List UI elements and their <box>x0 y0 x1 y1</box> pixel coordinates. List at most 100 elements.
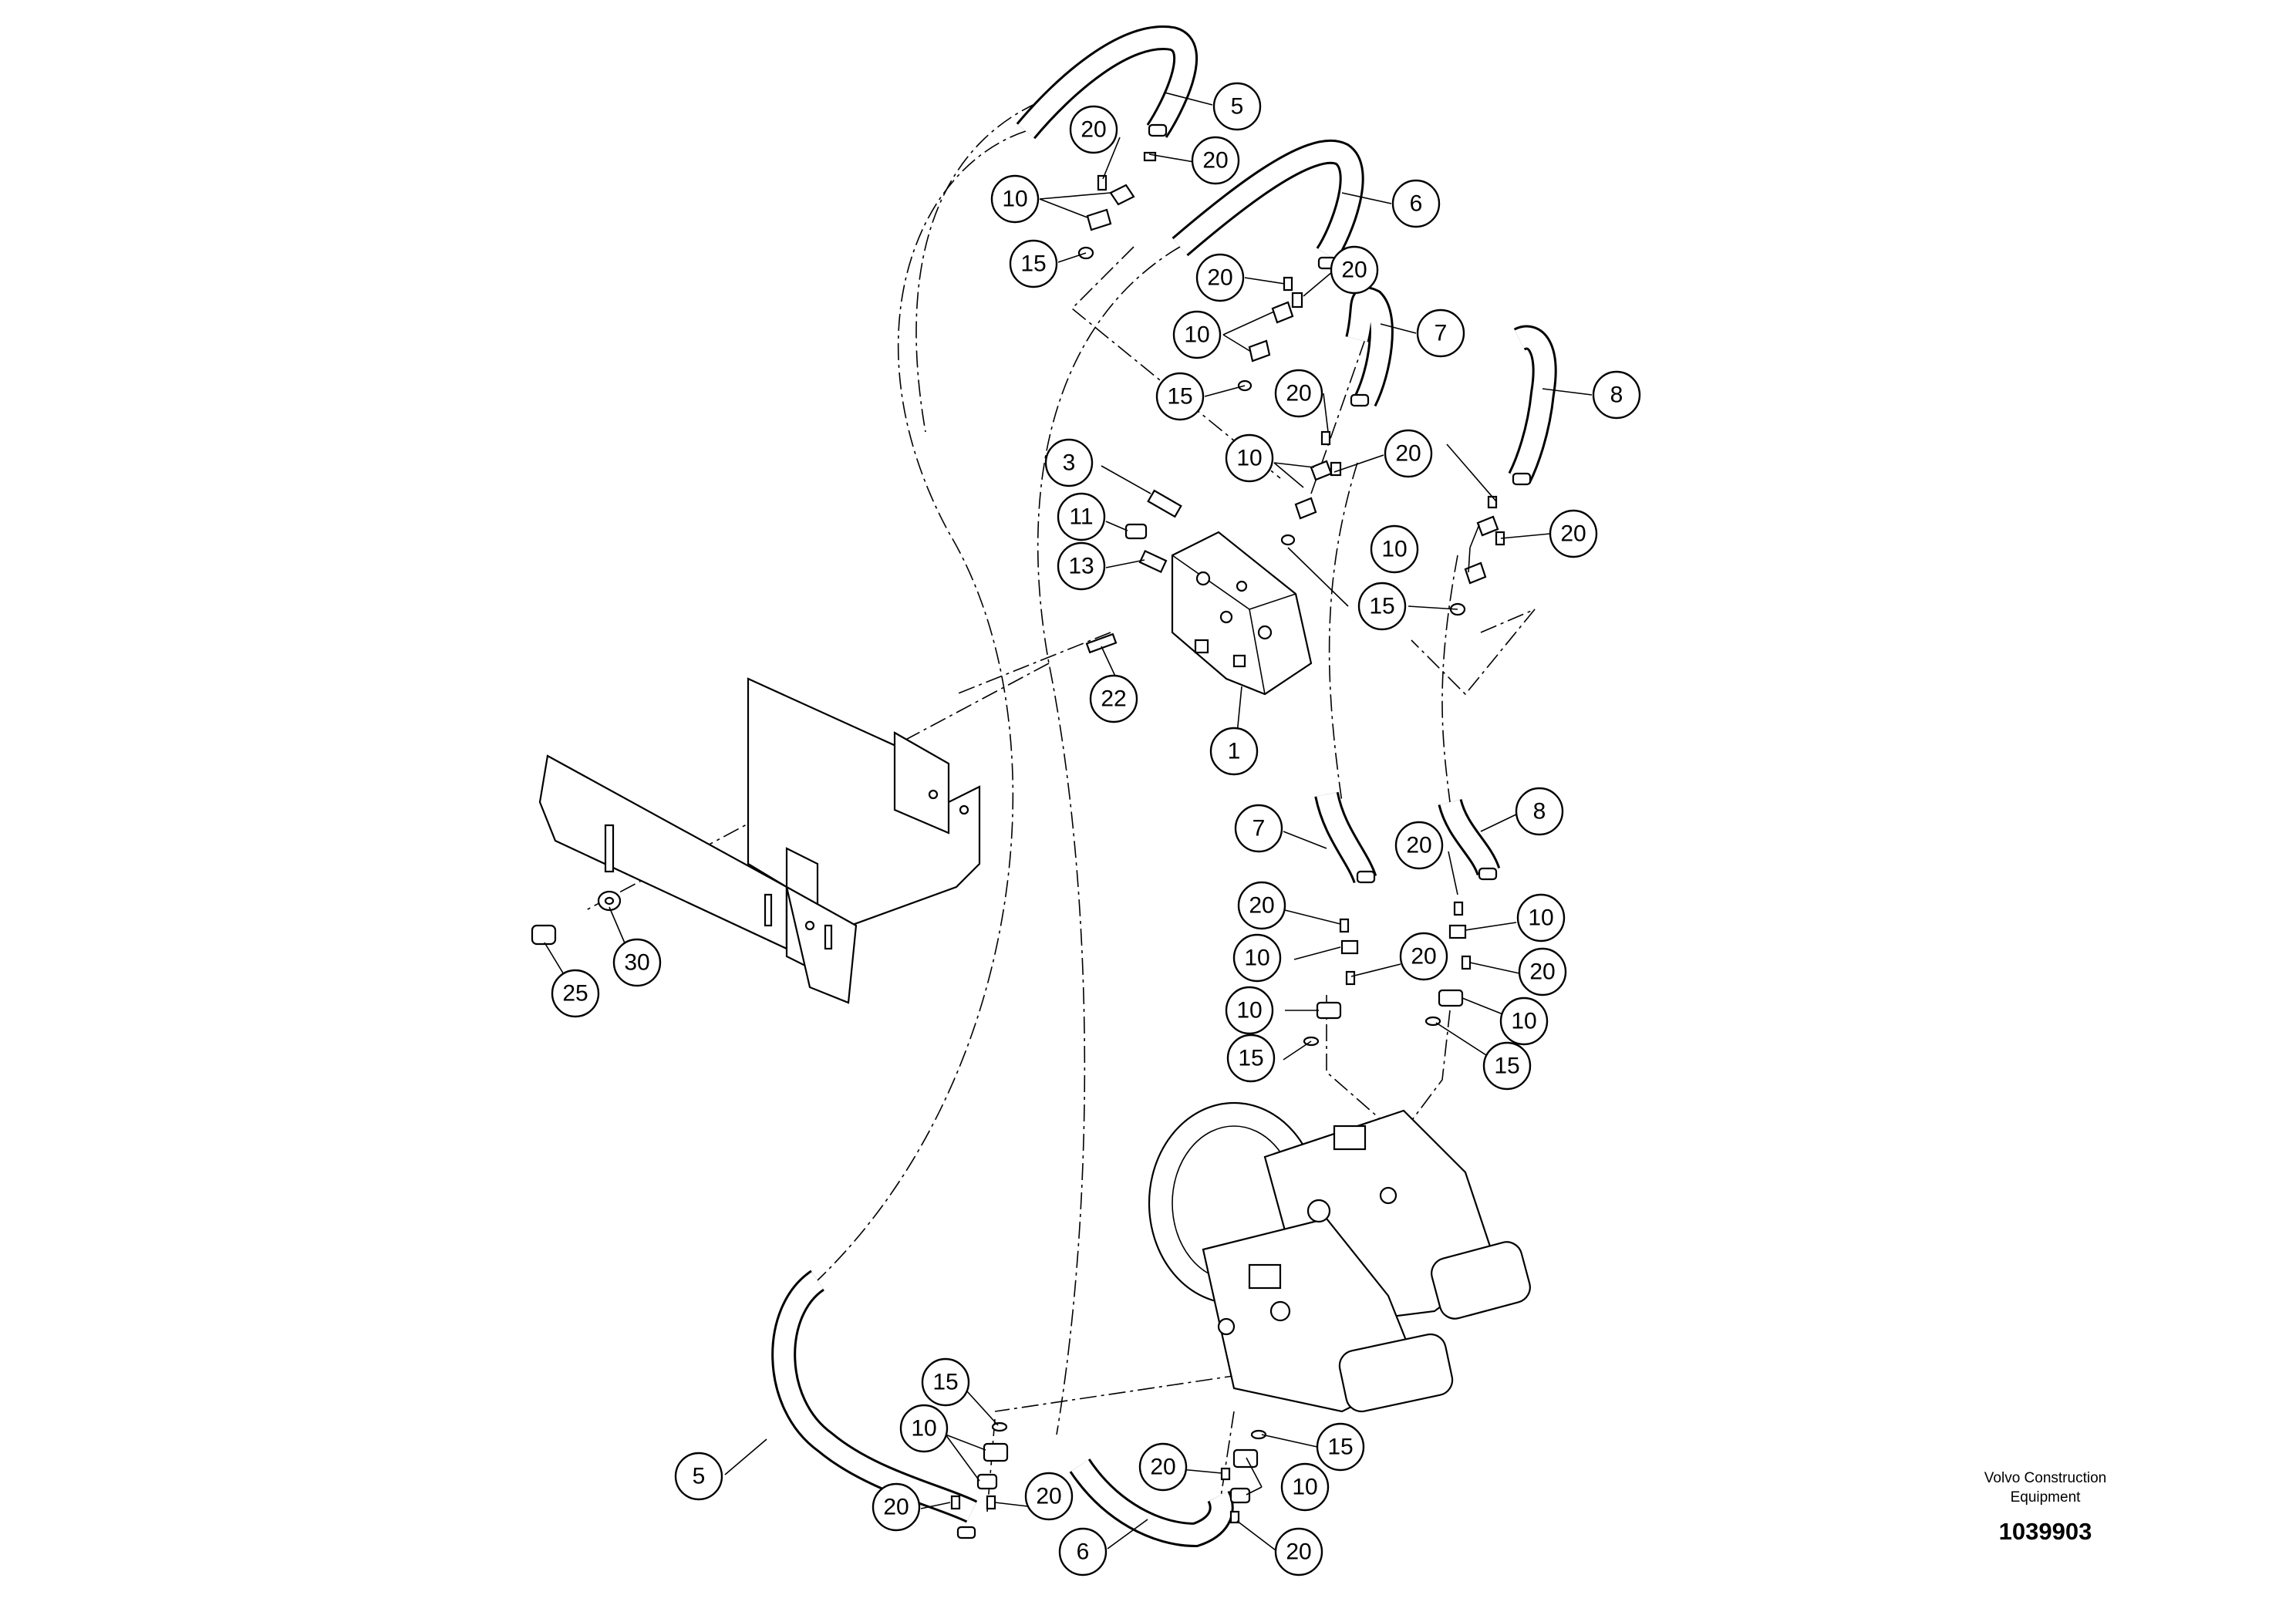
callout-label: 13 <box>1068 554 1094 579</box>
callout-label: 10 <box>1184 322 1209 348</box>
callout: 10 <box>1225 986 1274 1035</box>
callout: 10 <box>1172 310 1222 359</box>
hose-5-upper <box>1016 25 1199 140</box>
callout-label: 20 <box>1406 833 1431 858</box>
callout-label: 7 <box>1253 816 1266 841</box>
callout-label: 6 <box>1410 191 1423 217</box>
callout-label: 20 <box>1207 265 1232 291</box>
callout-label: 8 <box>1533 799 1546 824</box>
callout: 20 <box>1274 1527 1323 1576</box>
callout: 5 <box>674 1452 723 1501</box>
callout-label: 15 <box>1327 1435 1353 1460</box>
callout-label: 10 <box>1528 905 1553 931</box>
mounting-bracket <box>538 677 981 1004</box>
callout: 7 <box>1234 804 1283 853</box>
callout: 30 <box>612 938 662 987</box>
callout: 10 <box>1280 1462 1330 1512</box>
hose-5-lower <box>771 1270 978 1523</box>
callout: 11 <box>1057 492 1106 541</box>
callout: 20 <box>1330 245 1379 295</box>
callout: 3 <box>1044 438 1094 487</box>
callout: 20 <box>1195 253 1245 302</box>
callout-label: 20 <box>1560 521 1586 547</box>
hose-7-upper <box>1345 286 1394 407</box>
callout-label: 1 <box>1228 739 1241 764</box>
callout-label: 3 <box>1063 450 1076 476</box>
callout-label: 6 <box>1077 1539 1090 1565</box>
callout: 15 <box>1226 1034 1276 1083</box>
fittings-valve <box>1085 489 1182 654</box>
callout: 20 <box>1069 105 1118 154</box>
callout: 5 <box>1212 82 1262 131</box>
callout: 10 <box>990 174 1040 224</box>
callout-label: 15 <box>1020 251 1046 277</box>
callout: 15 <box>1009 239 1058 288</box>
callout: 20 <box>1518 947 1567 996</box>
callout-label: 15 <box>932 1370 958 1395</box>
hose-fittings <box>950 123 1532 1539</box>
callout: 10 <box>1370 524 1419 574</box>
hose-6-lower <box>1069 1458 1234 1548</box>
callout-label: 10 <box>911 1416 936 1442</box>
callout: 22 <box>1089 674 1138 723</box>
callout: 20 <box>1274 369 1323 418</box>
callout-label: 20 <box>1036 1484 1061 1509</box>
hose-7-lower <box>1314 791 1377 884</box>
callout-label: 10 <box>1244 946 1269 971</box>
callout: 6 <box>1058 1527 1108 1576</box>
callout: 20 <box>1138 1442 1188 1492</box>
callout: 20 <box>1384 429 1433 478</box>
callout: 20 <box>1191 136 1240 185</box>
callout-label: 10 <box>1236 446 1262 471</box>
callout-label: 5 <box>1231 94 1244 120</box>
callout: 7 <box>1416 309 1465 358</box>
callout-label: 8 <box>1610 383 1623 408</box>
callout: 6 <box>1391 179 1441 228</box>
callout-label: 15 <box>1167 384 1192 410</box>
callout-label: 10 <box>1511 1009 1536 1034</box>
callout-label: 15 <box>1369 594 1394 619</box>
control-valve-block <box>1171 531 1313 696</box>
callout: 15 <box>921 1357 970 1407</box>
callout: 15 <box>1482 1041 1532 1091</box>
drawing-caption: Volvo Construction Equipment 1039903 <box>1957 1469 2134 1546</box>
callout-label: 11 <box>1069 504 1093 530</box>
callout-label: 20 <box>1286 1539 1311 1565</box>
callout-label: 20 <box>883 1495 909 1520</box>
callout: 10 <box>1499 996 1549 1046</box>
callout: 10 <box>899 1404 949 1453</box>
callout: 10 <box>1232 933 1282 983</box>
callout-label: 10 <box>1292 1475 1317 1500</box>
callout: 20 <box>1394 821 1444 870</box>
pump-assembly <box>1148 1101 1531 1413</box>
hose-6-upper <box>1172 139 1364 261</box>
callout: 10 <box>1516 893 1566 943</box>
callout-label: 20 <box>1150 1455 1175 1480</box>
callout-label: 22 <box>1101 686 1126 712</box>
callout-label: 20 <box>1081 117 1106 143</box>
callout-label: 20 <box>1249 893 1274 919</box>
callout: 10 <box>1225 433 1274 483</box>
callout: 13 <box>1057 541 1106 591</box>
callout-label: 7 <box>1435 321 1448 346</box>
callout-label: 20 <box>1286 381 1311 406</box>
hose-8-lower <box>1438 798 1501 876</box>
hose-8-upper <box>1508 325 1557 484</box>
callout: 8 <box>1515 787 1564 836</box>
callout: 20 <box>1024 1472 1074 1521</box>
callout: 20 <box>1237 881 1286 930</box>
callout-label: 20 <box>1202 148 1228 174</box>
callout-label: 30 <box>624 950 649 976</box>
company-name: Volvo Construction Equipment <box>1984 1470 2107 1506</box>
callout: 15 <box>1316 1422 1365 1472</box>
callout-label: 10 <box>1002 187 1027 212</box>
callout-label: 20 <box>1411 944 1436 969</box>
washer-and-nut <box>531 890 622 946</box>
callout-label: 20 <box>1341 258 1367 283</box>
callout-label: 15 <box>1238 1046 1263 1071</box>
callout: 20 <box>1399 932 1448 981</box>
callout-label: 25 <box>562 981 588 1007</box>
callout: 8 <box>1592 370 1641 420</box>
callout: 15 <box>1357 582 1407 631</box>
